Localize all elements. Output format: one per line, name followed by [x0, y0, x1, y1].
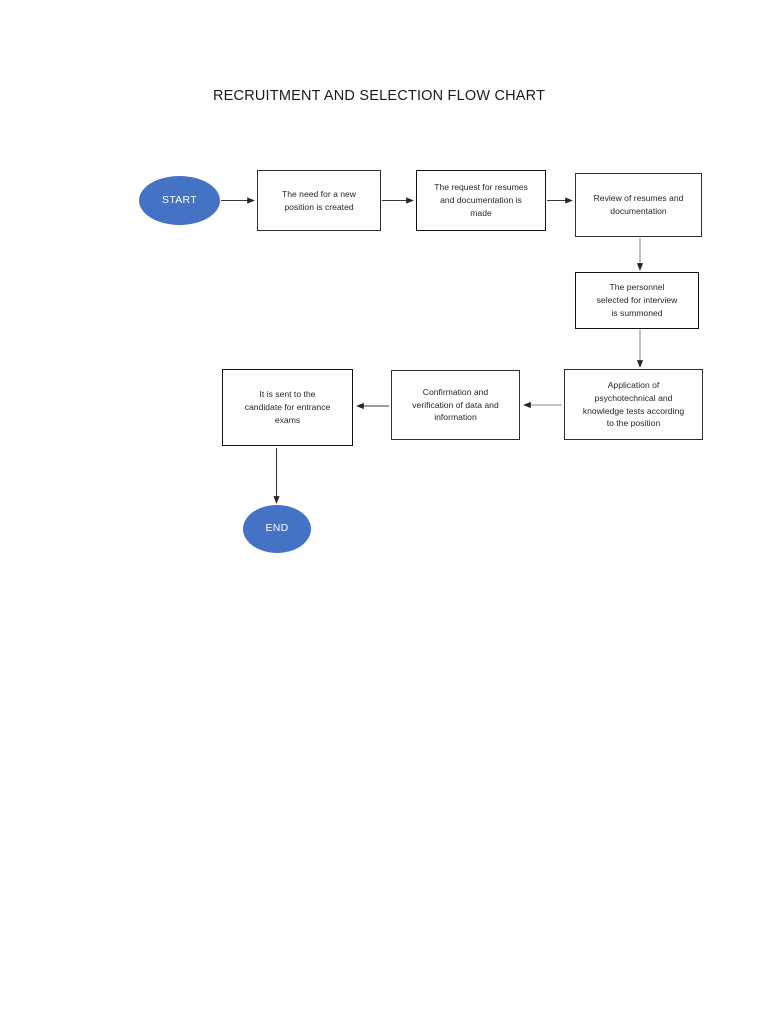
flow-node-sent-to-candidate-label: It is sent to the candidate for entrance… — [244, 389, 331, 425]
flow-node-tests-application[interactable]: Application of psychotechnical and knowl… — [564, 369, 703, 440]
flow-node-need-position[interactable]: The need for a new position is created — [257, 170, 381, 231]
page-title: RECRUITMENT AND SELECTION FLOW CHART — [213, 88, 546, 104]
flow-node-sent-to-candidate[interactable]: It is sent to the candidate for entrance… — [222, 369, 353, 446]
flow-node-start[interactable]: START — [139, 176, 220, 225]
flow-node-confirmation-verification-label: Confirmation and verification of data an… — [412, 386, 499, 423]
flow-node-tests-application-label: Application of psychotechnical and knowl… — [582, 380, 685, 429]
flow-node-personnel-summoned-label: The personnel selected for interview is … — [596, 282, 678, 318]
flow-node-personnel-summoned[interactable]: The personnel selected for interview is … — [575, 272, 699, 329]
flow-node-end-label: END — [265, 522, 289, 535]
flow-node-end[interactable]: END — [243, 505, 311, 553]
flow-node-confirmation-verification[interactable]: Confirmation and verification of data an… — [391, 370, 520, 440]
flow-node-need-position-label: The need for a new position is created — [281, 188, 357, 212]
flow-node-start-label: START — [162, 193, 197, 206]
flow-node-review-resumes[interactable]: Review of resumes and documentation — [575, 173, 702, 237]
flow-node-request-resumes-label: The request for resumes and documentatio… — [434, 182, 528, 218]
flow-node-review-resumes-label: Review of resumes and documentation — [593, 193, 684, 216]
flow-node-request-resumes[interactable]: The request for resumes and documentatio… — [416, 170, 546, 231]
